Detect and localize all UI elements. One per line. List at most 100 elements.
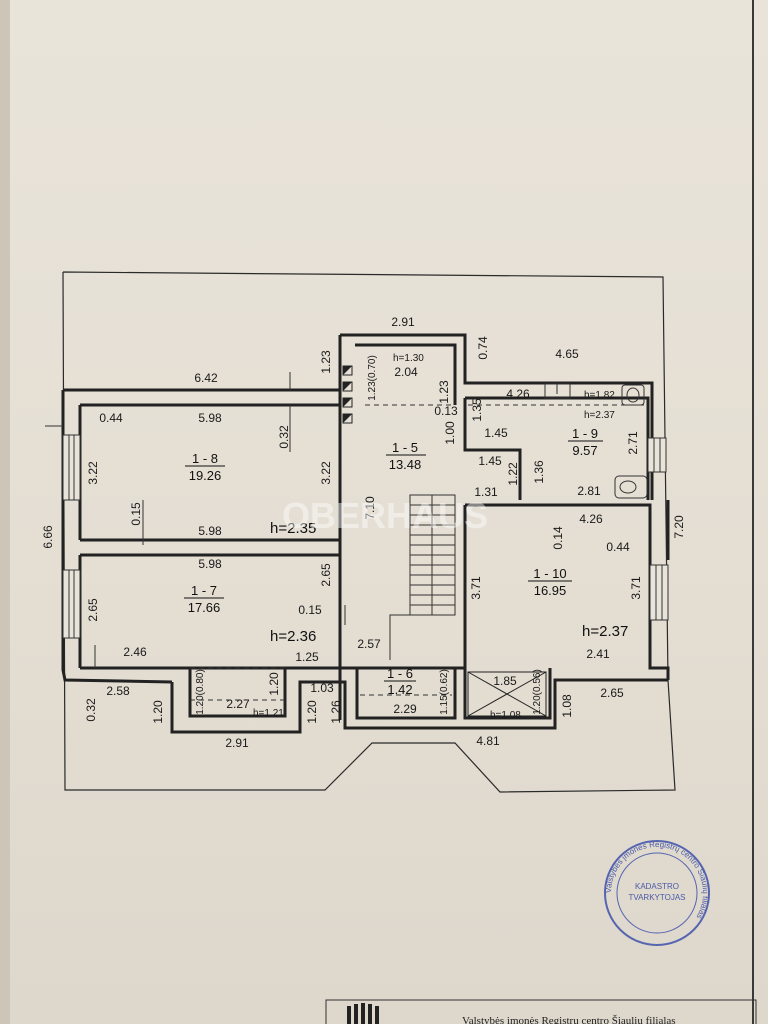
height-1-7: h=2.36 xyxy=(270,628,316,645)
document-sheet xyxy=(10,0,768,1024)
dim-st-204: 2.04 xyxy=(394,365,418,379)
dimension-labels: 2.91 6.42 4.65 0.74 1.23 0.44 5.98 0.32 … xyxy=(41,315,686,750)
dim-r8-598: 5.98 xyxy=(198,411,222,425)
room-area-1-8: 19.26 xyxy=(189,468,222,483)
footer-block: Valstybės įmonės Registrų centro Šiaulių… xyxy=(325,999,757,1024)
dim-r10-426: 4.26 xyxy=(579,512,603,526)
dim-b-120c: 1.20 xyxy=(305,700,319,724)
dim-r10-014: 0.14 xyxy=(551,526,565,550)
dim-074: 0.74 xyxy=(476,336,490,360)
dim-st-013: 0.13 xyxy=(434,404,458,418)
dim-r7-598: 5.98 xyxy=(198,557,222,571)
ceiling-heights: h=2.35 h=2.36 h=2.37 h=1.30 h=1.82 h=2.3… xyxy=(253,353,628,721)
height-niche: h=1.21 xyxy=(253,708,284,719)
dim-r-108: 1.08 xyxy=(560,694,574,718)
walls xyxy=(61,333,670,734)
dim-r9-426: 4.26 xyxy=(506,387,530,401)
dim-r7-125: 1.25 xyxy=(295,650,319,664)
dim-b-126: 1.26 xyxy=(329,700,343,724)
dimension-markers xyxy=(45,372,346,668)
dim-123: 1.23 xyxy=(319,350,333,374)
roof-outline xyxy=(62,271,676,793)
vent-blocks xyxy=(342,365,353,424)
room-label-1-9: 1 - 9 xyxy=(572,426,598,441)
dim-r9-271: 2.71 xyxy=(626,431,640,455)
dim-st-710: 7.10 xyxy=(363,496,377,520)
dim-top-291: 2.91 xyxy=(391,315,415,329)
room-label-1-7: 1 - 7 xyxy=(191,583,217,598)
dim-r9-145a: 1.45 xyxy=(484,426,508,440)
dim-r8-032: 0.32 xyxy=(277,425,291,449)
watermark-text: OBERHAUS xyxy=(282,495,488,536)
room-label-1-6: 1 - 6 xyxy=(387,666,413,681)
dim-b-120a: 1.20 xyxy=(151,700,165,724)
dashed-lines xyxy=(190,404,645,701)
dim-r10-241: 2.41 xyxy=(586,647,610,661)
dim-b-120-080: 1.20(0.80) xyxy=(195,669,206,715)
height-1-8: h=2.35 xyxy=(270,520,316,537)
dim-r-185: 1.85 xyxy=(493,674,517,688)
dim-r10-371b: 3.71 xyxy=(629,576,643,600)
registry-logo-icon xyxy=(347,1003,379,1024)
shaft-cross xyxy=(467,671,547,717)
dim-top-465: 4.65 xyxy=(555,347,579,361)
staircase xyxy=(389,494,456,660)
sanitary-fixtures xyxy=(544,383,648,499)
dim-st-100: 1.00 xyxy=(443,421,457,445)
dim-st-123: 1.23 xyxy=(437,380,451,404)
dim-b-032: 0.32 xyxy=(84,698,98,722)
dim-st-257: 2.57 xyxy=(357,637,381,651)
dim-left-666: 6.66 xyxy=(41,525,55,549)
room-label-1-10: 1 - 10 xyxy=(533,566,566,581)
dim-r7-246: 2.46 xyxy=(123,645,147,659)
dim-r10-371a: 3.71 xyxy=(469,576,483,600)
dim-r9-281: 2.81 xyxy=(577,484,601,498)
dim-b-258: 2.58 xyxy=(106,684,130,698)
stamp-center-2: TVARKYTOJAS xyxy=(628,893,685,902)
dim-r7-015: 0.15 xyxy=(298,603,322,617)
dim-r6-229: 2.29 xyxy=(393,702,417,716)
stamp-center-1: KADASTRO xyxy=(635,882,679,891)
room-area-1-5: 13.48 xyxy=(389,457,422,472)
height-1-10: h=2.37 xyxy=(582,623,628,640)
dim-r-120-056: 1.20(0.56) xyxy=(532,669,543,715)
page-border-right xyxy=(752,0,754,1024)
dim-r8-322a: 3.22 xyxy=(86,461,100,485)
dim-r9-135: 1.35 xyxy=(470,398,484,422)
dim-r8-322b: 3.22 xyxy=(319,461,333,485)
dim-b-103: 1.03 xyxy=(310,681,334,695)
dim-r7-265a: 2.65 xyxy=(86,598,100,622)
dim-st-123-070: 1.23(0.70) xyxy=(367,355,378,401)
dim-r9-145b: 1.45 xyxy=(478,454,502,468)
room-area-1-6: 1.42 xyxy=(387,682,412,697)
dim-b-481: 4.81 xyxy=(476,734,500,748)
dim-r9-122: 1.22 xyxy=(506,462,520,486)
dim-r9-131: 1.31 xyxy=(474,485,498,499)
room-area-1-10: 16.95 xyxy=(534,583,567,598)
height-shaft: h=1.08 xyxy=(490,710,521,721)
dim-r8-015: 0.15 xyxy=(129,502,143,526)
windows xyxy=(62,434,669,639)
room-labels: 1 - 8 19.26 1 - 7 17.66 1 - 5 13.48 1 - … xyxy=(184,426,603,697)
footer-text: Valstybės įmonės Registrų centro Šiaulių… xyxy=(462,1015,676,1024)
dim-top-642: 6.42 xyxy=(194,371,218,385)
room-area-1-7: 17.66 xyxy=(188,600,221,615)
dim-r9-136: 1.36 xyxy=(532,460,546,484)
height-1-9-low: h=1.82 xyxy=(584,390,615,401)
dim-r6-115-062: 1.15(0.62) xyxy=(439,669,450,715)
dim-r7-265b: 2.65 xyxy=(319,563,333,587)
height-1-9-high: h=2.37 xyxy=(584,410,615,421)
dim-b-291: 2.91 xyxy=(225,736,249,750)
dim-b-227: 2.27 xyxy=(226,697,250,711)
dim-right-720: 7.20 xyxy=(672,515,686,539)
room-label-1-5: 1 - 5 xyxy=(392,440,418,455)
dim-r-265: 2.65 xyxy=(600,686,624,700)
dim-r10-044: 0.44 xyxy=(606,540,630,554)
room-area-1-9: 9.57 xyxy=(572,443,597,458)
height-stair-top: h=1.30 xyxy=(393,353,424,364)
dim-r8-598b: 5.98 xyxy=(198,524,222,538)
dim-b-120b: 1.20 xyxy=(267,672,281,696)
cadastre-stamp: Valstybės įmonės Registrų centro Šiaulių… xyxy=(604,840,710,946)
room-label-1-8: 1 - 8 xyxy=(192,451,218,466)
